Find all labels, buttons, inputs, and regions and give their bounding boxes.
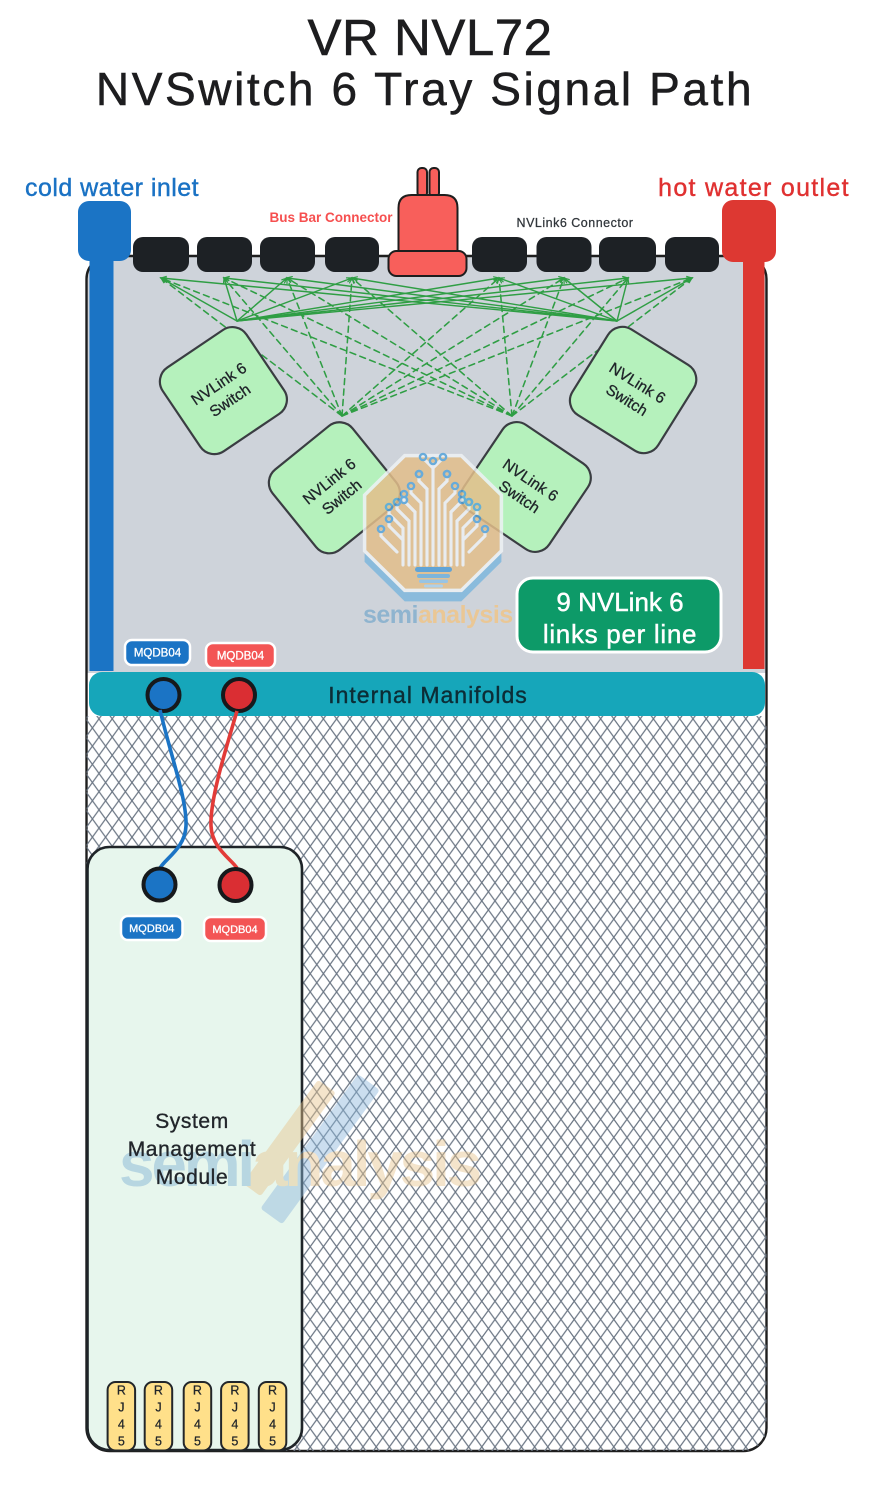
svg-text:NVSwitch 6 Tray Signal Path: NVSwitch 6 Tray Signal Path [96, 63, 754, 115]
svg-text:System: System [155, 1110, 229, 1133]
svg-text:5: 5 [118, 1435, 125, 1449]
svg-text:hot water outlet: hot water outlet [658, 174, 850, 202]
svg-text:4: 4 [194, 1418, 201, 1432]
svg-text:5: 5 [269, 1435, 276, 1449]
svg-text:MQDB04: MQDB04 [212, 924, 257, 936]
svg-text:VR NVL72: VR NVL72 [308, 9, 553, 66]
svg-text:R: R [268, 1384, 277, 1398]
svg-text:5: 5 [155, 1435, 162, 1449]
svg-text:J: J [155, 1401, 161, 1415]
svg-text:R: R [154, 1384, 163, 1398]
svg-text:5: 5 [194, 1435, 201, 1449]
svg-text:Management: Management [128, 1138, 257, 1161]
svg-text:5: 5 [231, 1435, 238, 1449]
svg-text:links per line: links per line [543, 619, 697, 649]
svg-text:Module: Module [156, 1166, 228, 1189]
svg-text:MQDB04: MQDB04 [129, 923, 174, 935]
svg-text:J: J [232, 1401, 238, 1415]
svg-text:NVLink6 Connector: NVLink6 Connector [517, 216, 634, 230]
svg-text:cold water inlet: cold water inlet [25, 174, 199, 202]
svg-text:R: R [193, 1384, 202, 1398]
svg-text:R: R [230, 1384, 239, 1398]
svg-text:R: R [117, 1384, 126, 1398]
svg-text:J: J [118, 1401, 124, 1415]
svg-text:J: J [269, 1401, 275, 1415]
svg-text:4: 4 [155, 1418, 162, 1432]
svg-text:semianalysis: semianalysis [119, 1128, 480, 1200]
svg-text:4: 4 [269, 1418, 276, 1432]
svg-text:4: 4 [118, 1418, 125, 1432]
svg-text:MQDB04: MQDB04 [134, 648, 182, 660]
svg-text:9 NVLink 6: 9 NVLink 6 [556, 587, 683, 617]
svg-text:Internal Manifolds: Internal Manifolds [328, 682, 528, 708]
svg-text:4: 4 [231, 1418, 238, 1432]
svg-text:J: J [194, 1401, 200, 1415]
svg-text:semianalysis: semianalysis [363, 601, 513, 629]
svg-text:MQDB04: MQDB04 [217, 651, 265, 663]
svg-text:Bus Bar Connector: Bus Bar Connector [269, 210, 393, 225]
